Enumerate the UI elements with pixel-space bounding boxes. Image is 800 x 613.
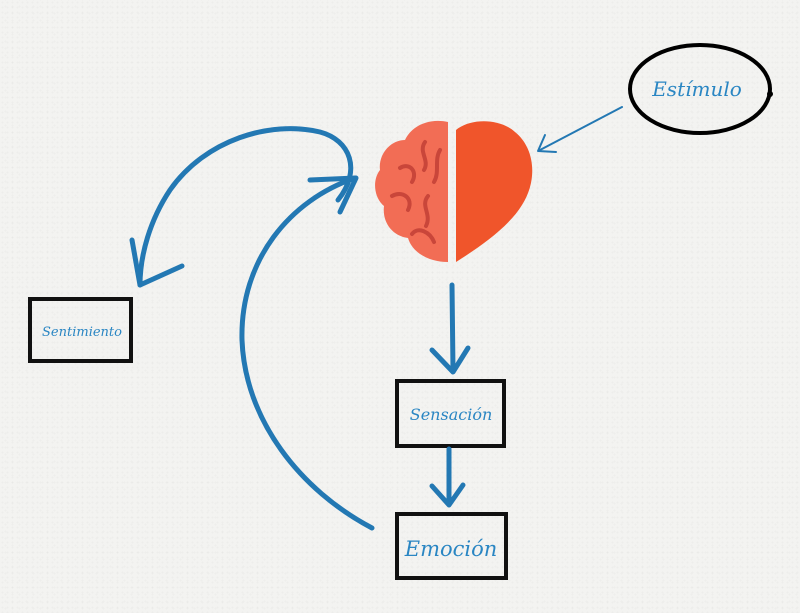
estimulo-ellipse: [628, 43, 772, 135]
node-sensacion: Sensación: [395, 379, 506, 448]
estimulo-label: Estímulo: [651, 77, 742, 101]
arrow-brain-to-sentimiento: [137, 126, 354, 288]
emocion-box: [395, 512, 508, 580]
sensacion-box: [395, 379, 506, 448]
sensacion-label: Sensación: [410, 405, 493, 424]
brain-half: [375, 120, 448, 262]
arrow-brain-to-sensacion: [449, 282, 456, 373]
brain-folds: [390, 140, 442, 244]
emocion-label: Emoción: [404, 537, 498, 561]
arrow-estimulo-to-brain: [539, 106, 623, 151]
brain-heart-icon: [375, 120, 533, 262]
sentimiento-box: [28, 297, 133, 363]
node-emocion: Emoción: [395, 512, 508, 580]
arrow-emocion-to-brain: [239, 175, 375, 531]
heart-half: [456, 121, 533, 262]
node-estimulo: Estímulo: [628, 43, 773, 135]
node-sentimiento: Sentimiento: [28, 297, 133, 363]
sentimiento-label: Sentimiento: [42, 325, 122, 340]
